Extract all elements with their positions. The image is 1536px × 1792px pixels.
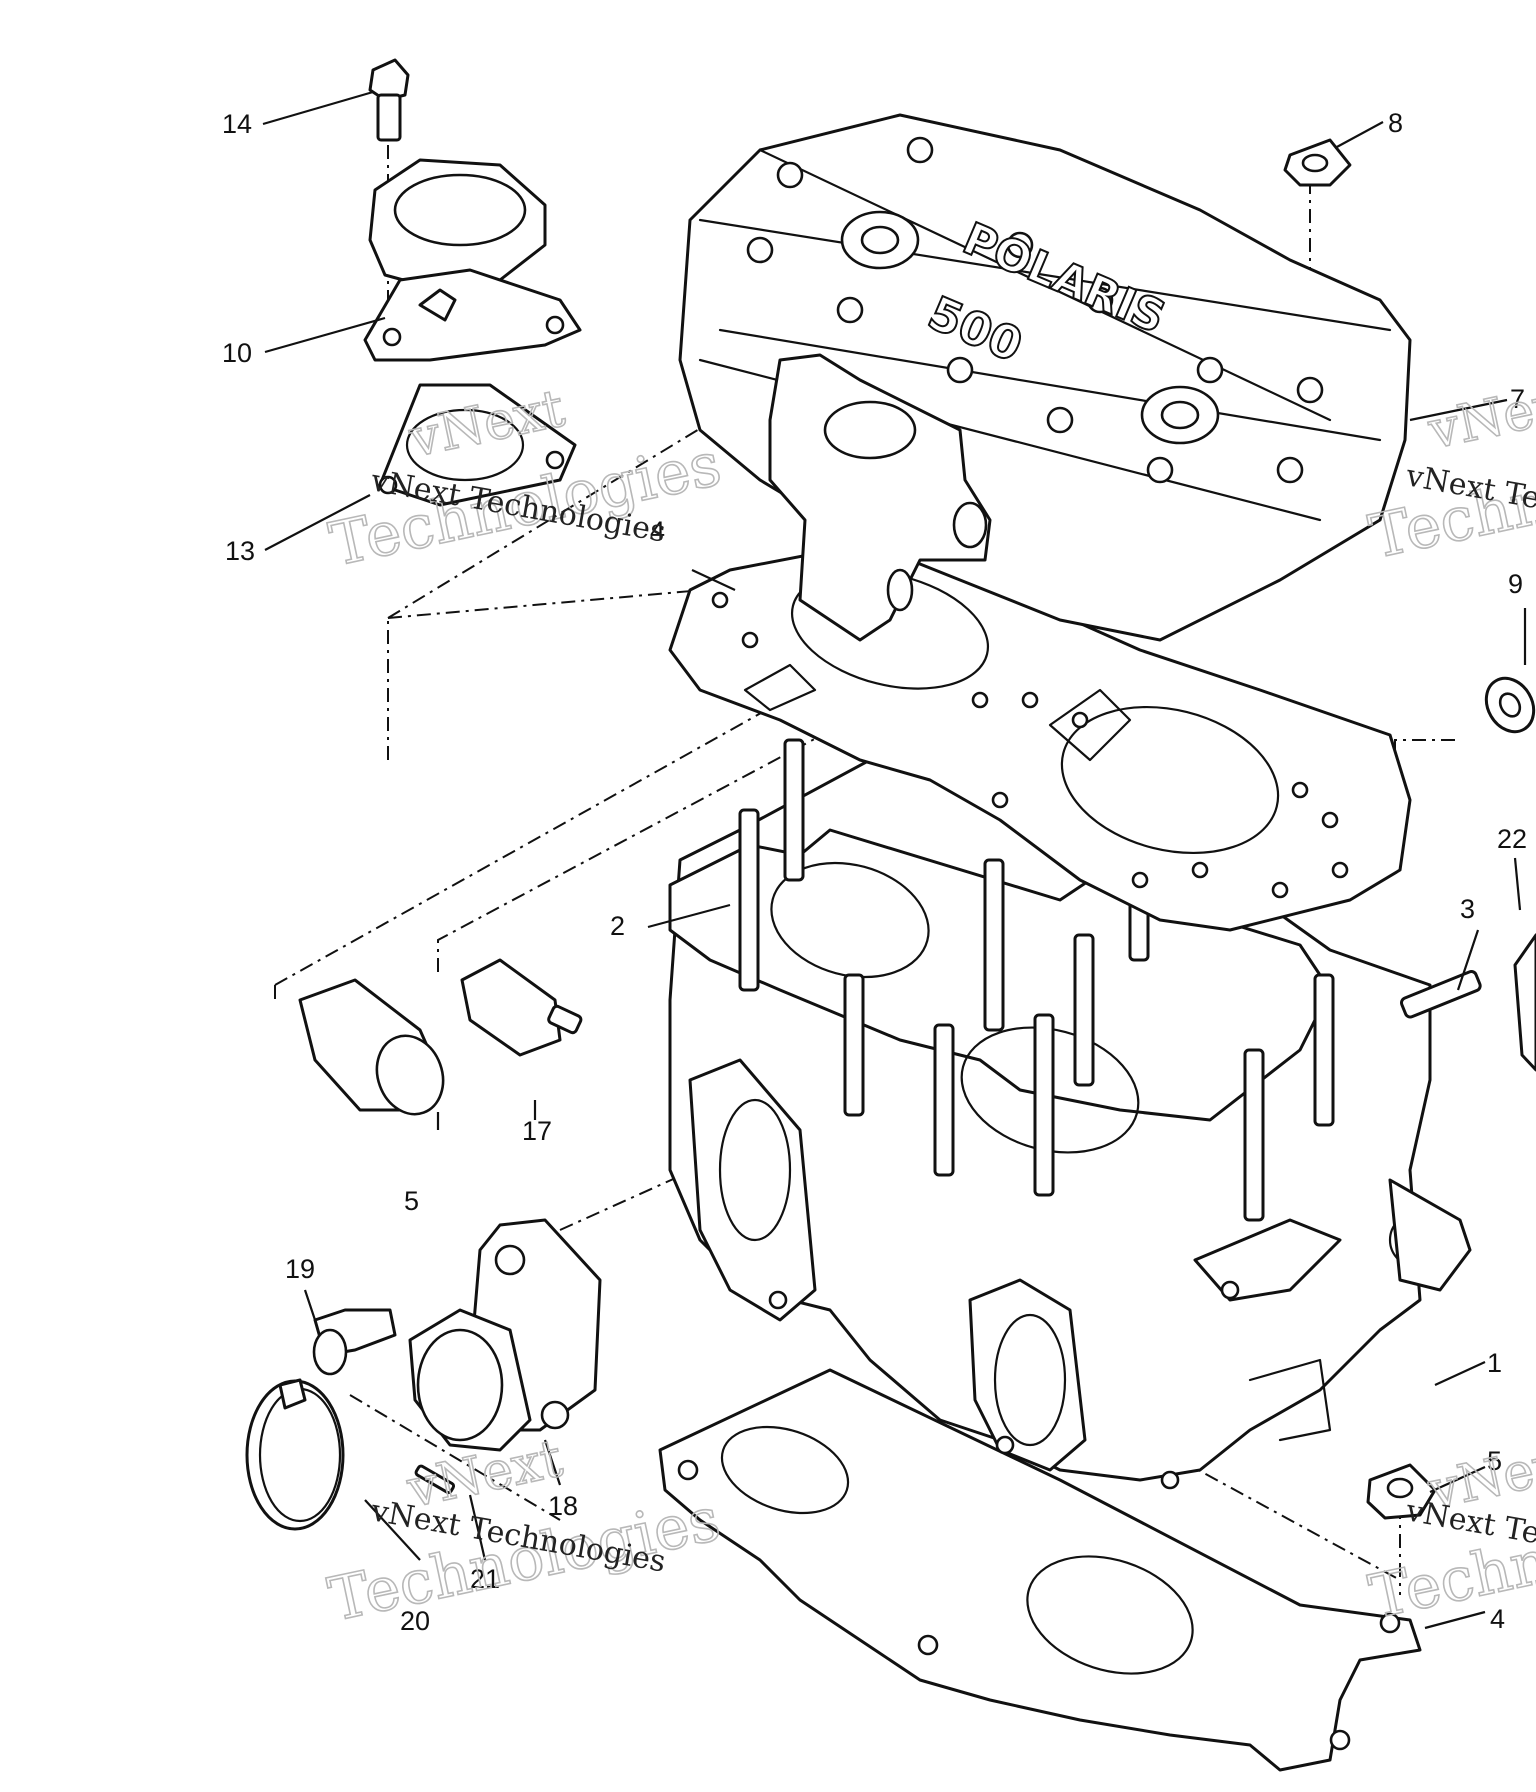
callout-20: 20: [400, 1606, 430, 1636]
callout-22: 22: [1497, 824, 1527, 854]
callout-labels: 14 10 13 8 7 9 4 2 3 22 5 17 19 18 21 20…: [222, 108, 1527, 1636]
callout-10: 8: [1388, 108, 1403, 138]
callout-7: 7: [1510, 384, 1525, 414]
callout-9: 4: [650, 516, 665, 546]
callout-2: 2: [610, 911, 625, 941]
watermark-top-right: vNext Technologies: [1363, 369, 1536, 573]
water-fitting-assembly: [363, 58, 582, 507]
callout-8: 5: [404, 1186, 419, 1216]
base-gasket: [658, 1368, 1422, 1772]
callout-14: 17: [522, 1116, 552, 1146]
cylinder-head-cover: POLARIS 500: [678, 113, 1412, 642]
watermark-line1: vNext: [1423, 370, 1536, 461]
intake-adapter-assembly: [245, 1218, 602, 1531]
callout-3: 3: [1460, 894, 1475, 924]
callout-19: 19: [285, 1254, 315, 1284]
callout-5: 5: [1487, 1446, 1502, 1476]
plug-and-sensor: [298, 958, 583, 1116]
callout-1: 1: [1487, 1348, 1502, 1378]
callout-13: 9: [1508, 569, 1523, 599]
callout-4: 4: [1490, 1604, 1505, 1634]
callout-21: 21: [470, 1564, 500, 1594]
callout-15: 10: [222, 338, 252, 368]
callout-16: 13: [225, 536, 255, 566]
callout-17: 14: [222, 109, 252, 139]
callout-18: 18: [548, 1491, 578, 1521]
leader-lines: [262, 90, 1527, 1630]
thermostat-housing: [768, 353, 992, 642]
